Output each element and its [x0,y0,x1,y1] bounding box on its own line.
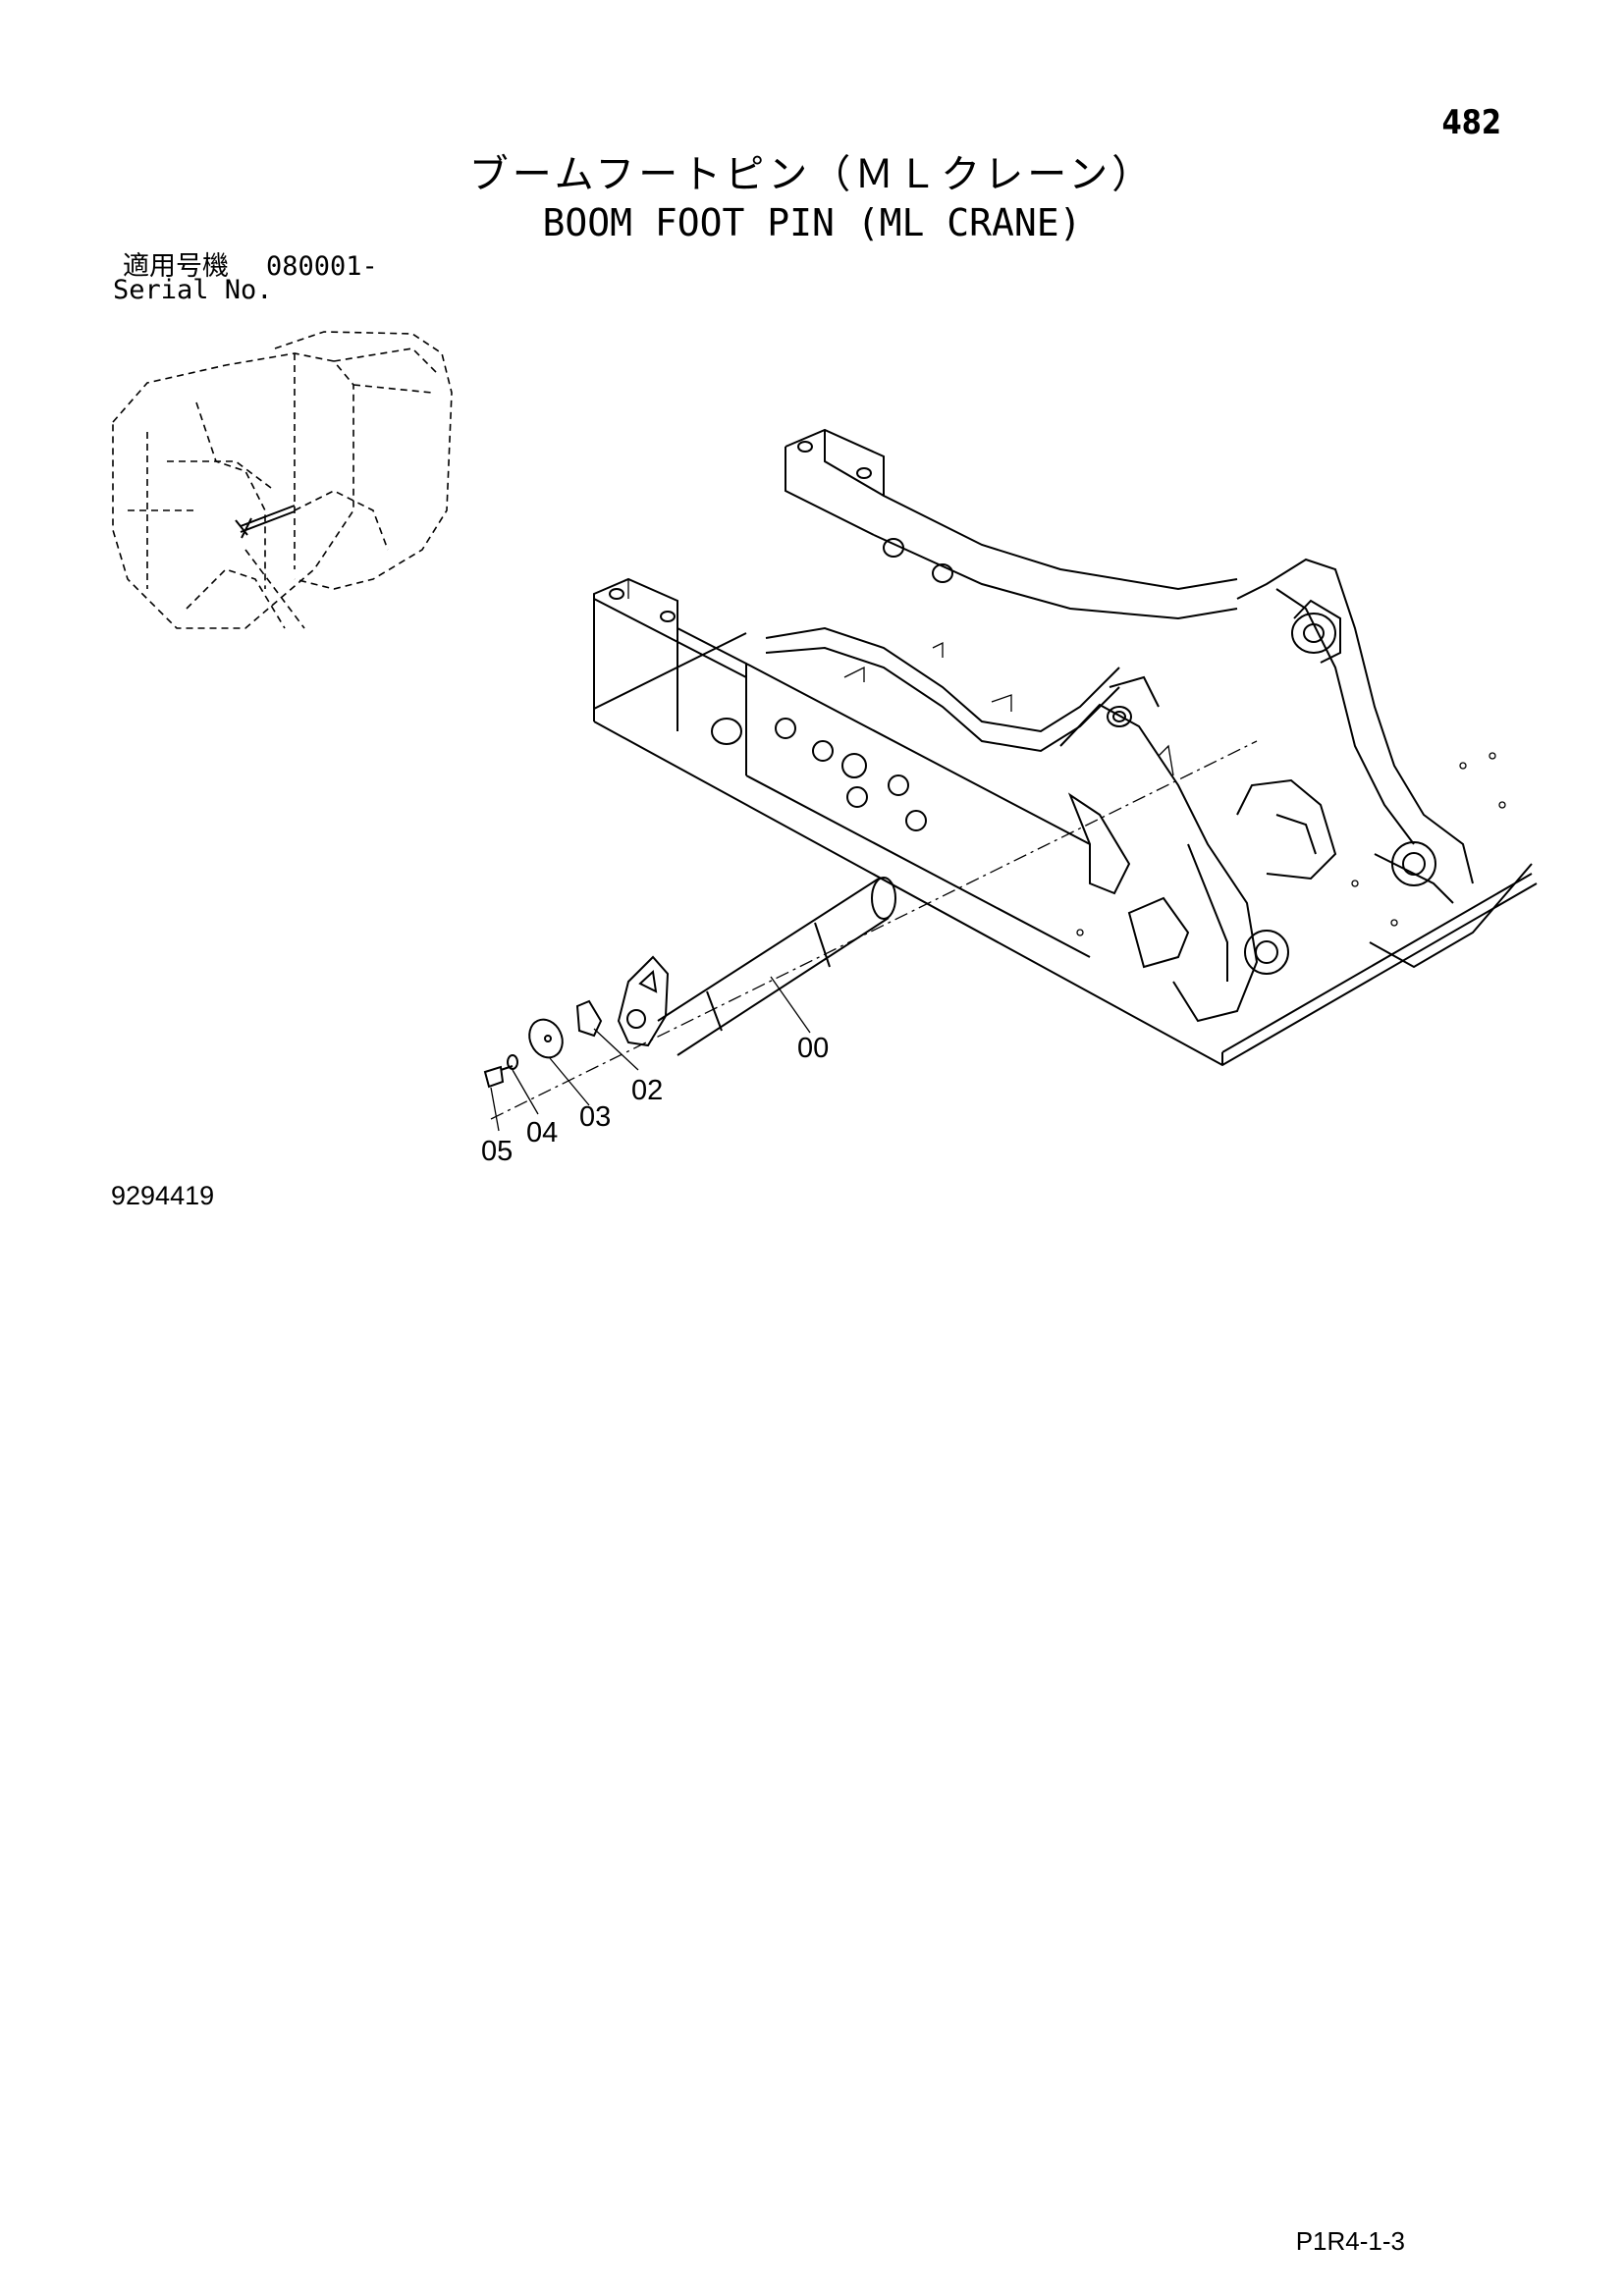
page-code: P1R4-1-3 [1295,2226,1405,2256]
callout-02: 02 [631,1075,663,1106]
callout-03: 03 [579,1101,611,1133]
exploded-parts [483,740,1258,1132]
upperframe-drawing [593,428,1538,1067]
machine-overview-inset [112,331,453,629]
callout-00: 00 [797,1033,829,1064]
page-number: 482 [1441,103,1501,142]
callout-04: 04 [526,1117,558,1148]
callout-05: 05 [481,1136,513,1167]
serial-label-english: Serial No. [113,275,273,305]
title-english: BOOM FOOT PIN (ML CRANE) [542,201,1082,244]
serial-value: 080001- [266,251,378,282]
serial-label-japanese: 適用号機 [123,251,229,282]
drawing-number: 9294419 [111,1181,215,1210]
title-japanese: ブームフートピン（ＭＬクレーン） [468,152,1156,197]
